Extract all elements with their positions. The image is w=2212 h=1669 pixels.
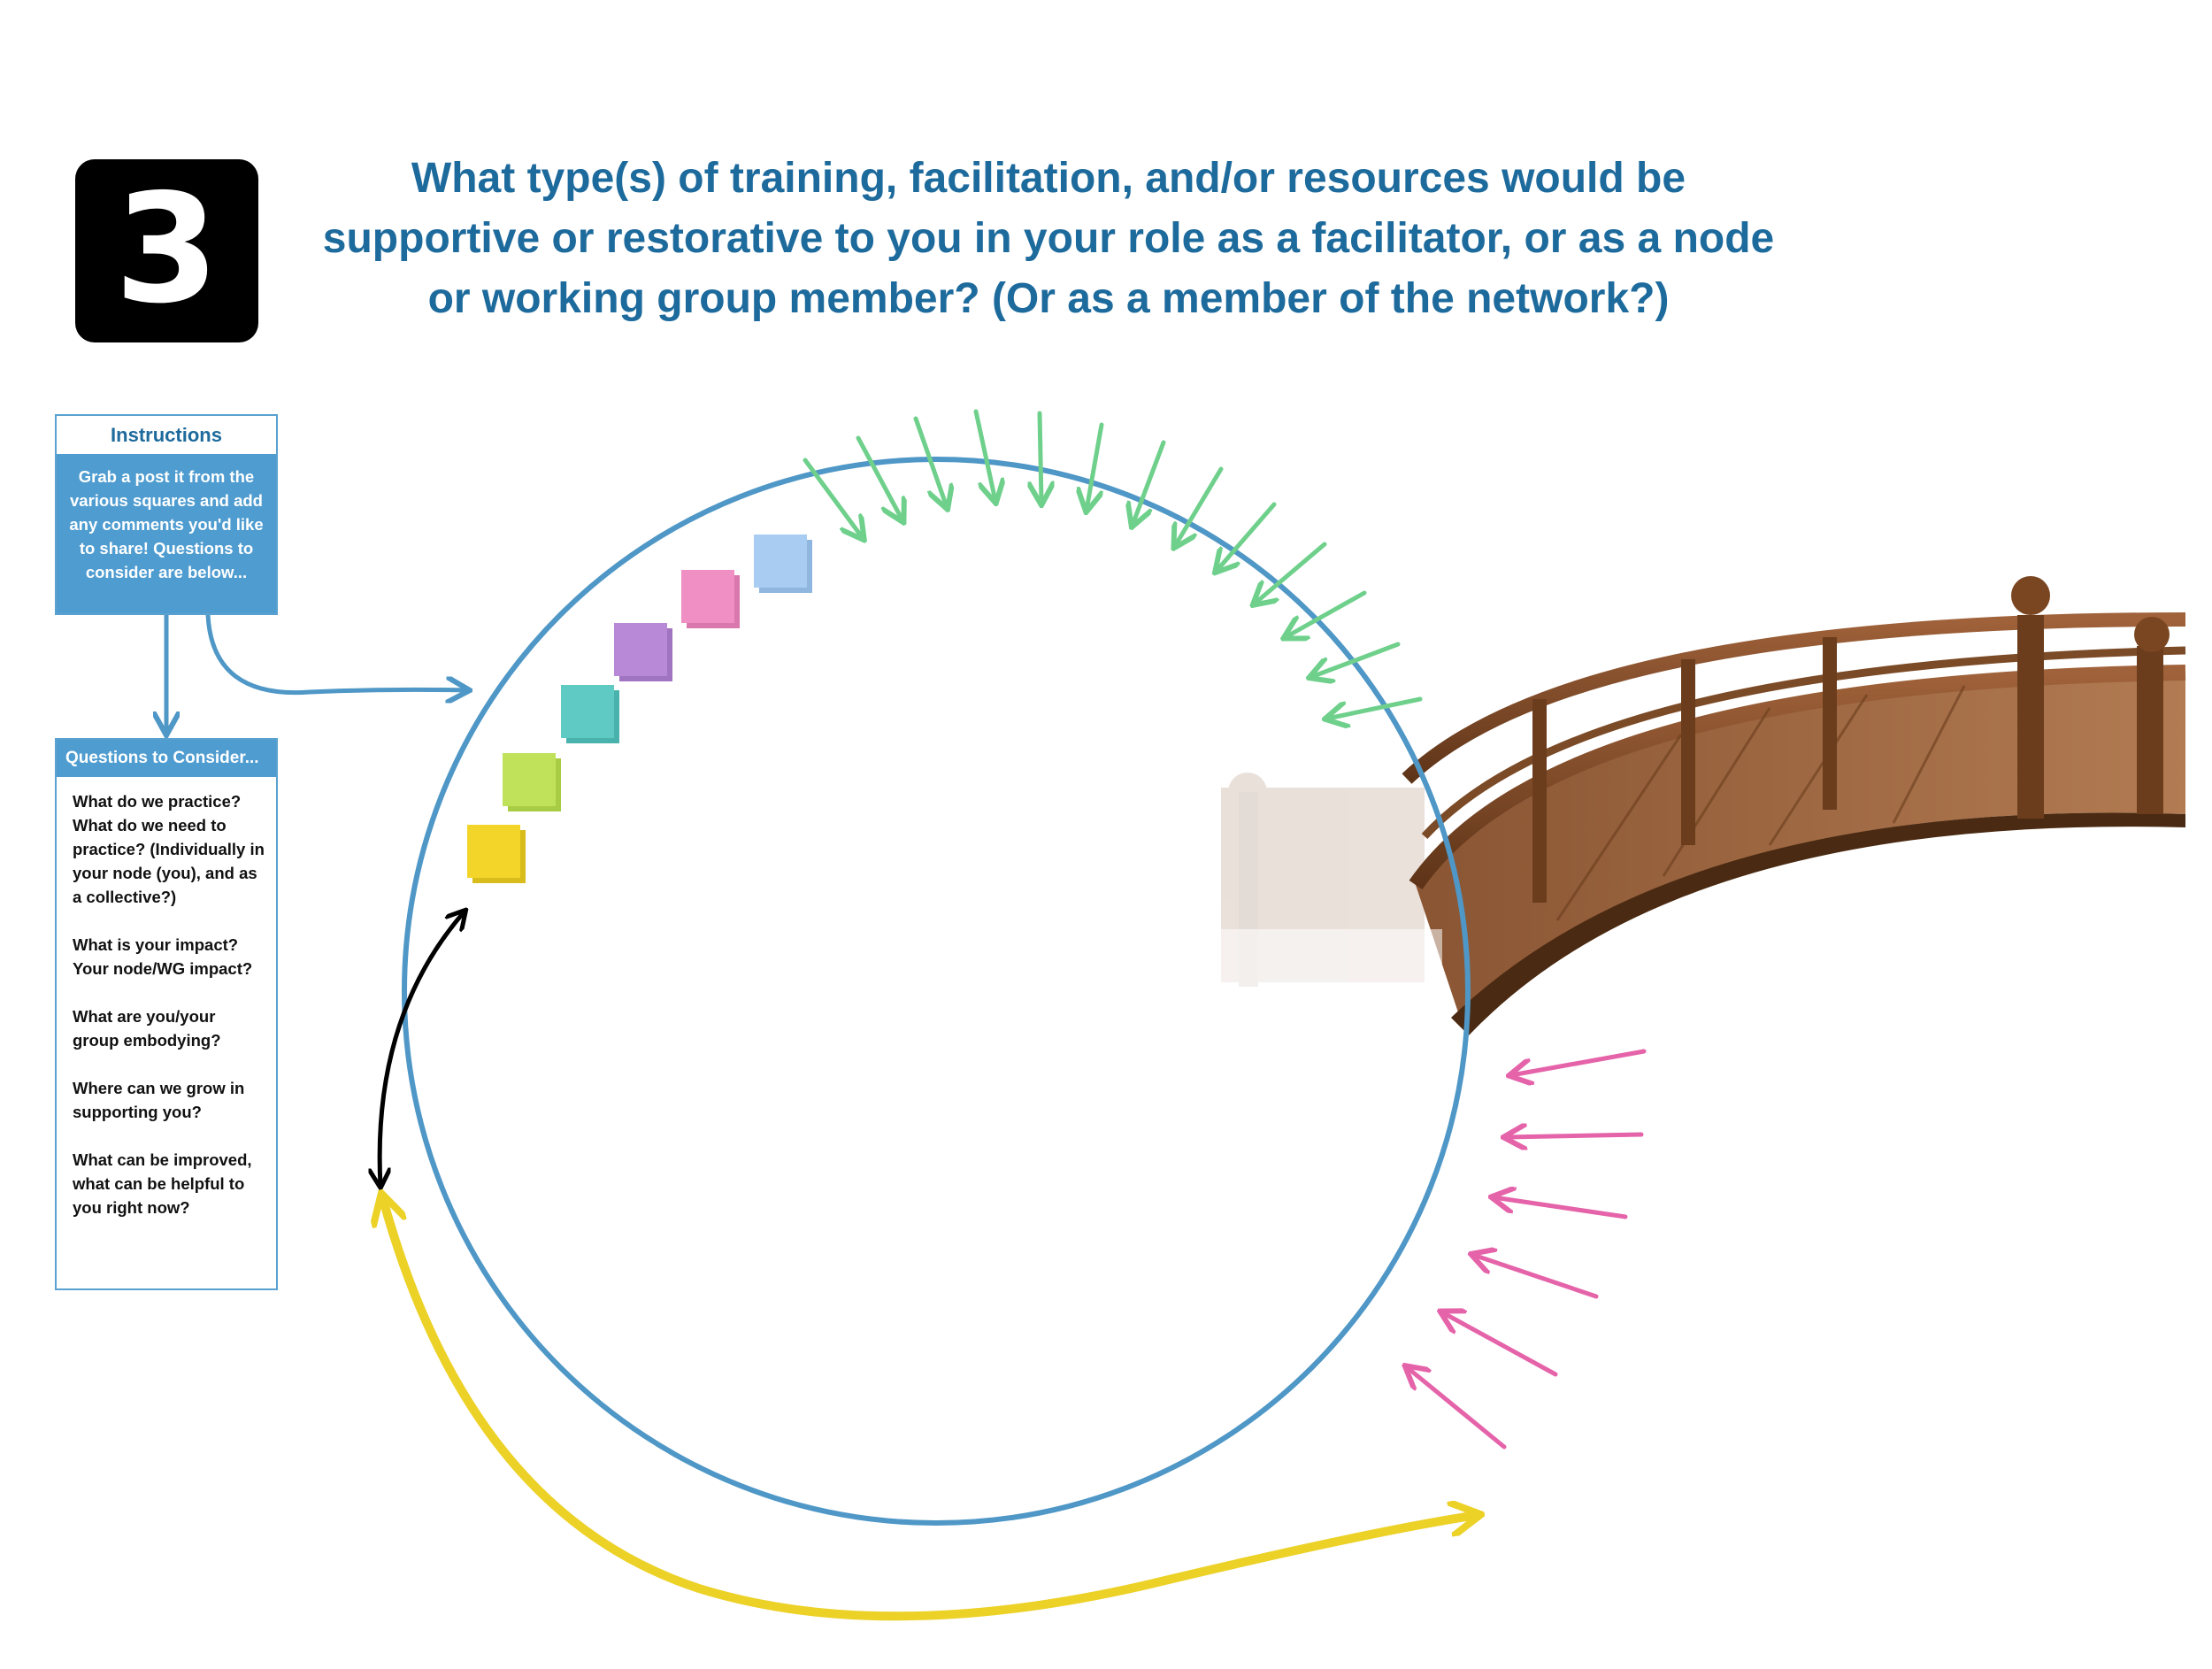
sticky-note-purple[interactable]	[614, 623, 672, 681]
bridge-image	[1177, 576, 2186, 1035]
question-item: What are you/your group embodying?	[73, 1007, 221, 1050]
question-item: What is your impact? Your node/WG impact…	[73, 935, 253, 978]
step-number: 3	[114, 162, 219, 337]
instructions-body: Grab a post it from the various squares …	[57, 454, 276, 613]
sticky-note-yellow[interactable]	[467, 825, 526, 883]
pink-arrows	[1407, 1049, 1647, 1450]
black-cycle-arrow	[380, 911, 465, 1186]
question-item: What do we practice? What do we need to …	[73, 792, 265, 906]
step-number-badge: 3	[75, 159, 258, 342]
sticky-note-blue[interactable]	[754, 535, 812, 593]
instructions-header: Instructions	[111, 424, 222, 446]
questions-list: What do we practice? What do we need to …	[57, 777, 276, 1219]
sticky-note-teal[interactable]	[561, 685, 619, 743]
question-item: What can be improved, what can be helpfu…	[73, 1150, 252, 1217]
page-title: What type(s) of training, facilitation, …	[322, 155, 1775, 322]
yellow-cycle-arrow	[382, 1196, 1478, 1621]
green-arrows	[803, 409, 1423, 719]
connector-arrows	[166, 612, 467, 733]
questions-header: Questions to Consider...	[57, 740, 276, 777]
sticky-note-lime[interactable]	[503, 753, 561, 811]
question-item: Where can we grow in supporting you?	[73, 1079, 245, 1121]
sticky-note-pink[interactable]	[681, 570, 740, 628]
instructions-panel: Instructions Grab a post it from the var…	[55, 414, 278, 615]
questions-panel: Questions to Consider... What do we prac…	[55, 738, 278, 1290]
sticky-notes[interactable]	[467, 535, 812, 883]
